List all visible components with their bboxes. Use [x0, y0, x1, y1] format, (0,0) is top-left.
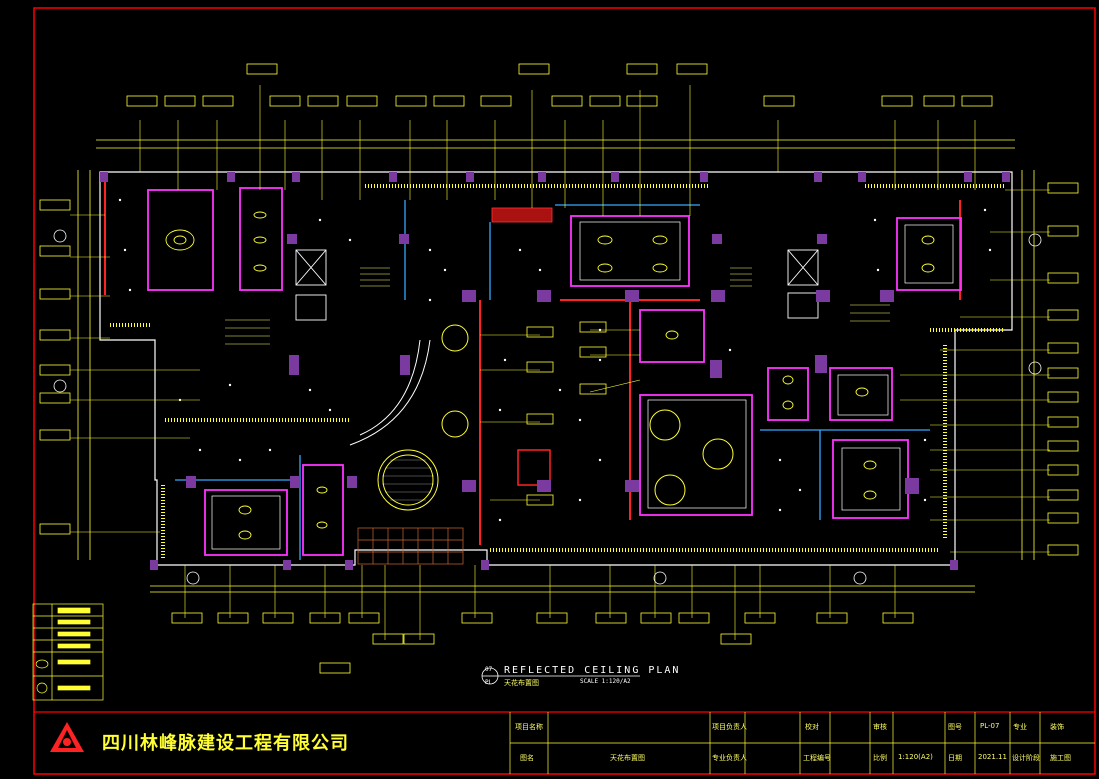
plan-scale: SCALE 1:120/A2 — [580, 678, 631, 685]
legend-box — [32, 603, 104, 701]
sheet-number: 07 — [485, 666, 493, 673]
right-dimension-lines — [1021, 170, 1035, 560]
tb-label-drawing-name: 图名 — [520, 754, 534, 762]
ceiling-ornaments — [165, 211, 935, 540]
tb-value-scale: 1:120(A2) — [898, 753, 933, 761]
tb-label-scale: 比例 — [873, 754, 887, 762]
red-feature-panel — [491, 207, 553, 223]
leader-lines — [70, 85, 1050, 640]
timber-grid — [357, 527, 464, 565]
tb-label-design-phase: 设计阶段 — [1012, 754, 1040, 762]
panel-inner-lines — [211, 221, 954, 550]
bottom-dimension-lines — [150, 585, 975, 593]
tb-label-checker: 校对 — [805, 723, 819, 731]
section-markers — [53, 229, 1042, 585]
company-logo — [50, 722, 84, 752]
top-dimension-lines — [96, 139, 1015, 149]
light-fixtures — [118, 198, 992, 522]
elevator-blocks — [295, 249, 819, 486]
tb-value-drawing-name: 天花布置图 — [610, 754, 645, 762]
company-name: 四川林峰脉建设工程有限公司 — [102, 733, 349, 754]
tb-label-review: 审核 — [873, 723, 887, 731]
tb-value-discipline: 装饰 — [1050, 723, 1064, 731]
columns — [100, 172, 1010, 570]
plan-title-cn: 天花布置图 — [504, 679, 539, 687]
title-block-grid — [509, 712, 1095, 774]
ceiling-panels — [147, 187, 962, 556]
tb-label-drawing-no: 图号 — [948, 723, 962, 731]
annotation-tags — [39, 63, 1079, 674]
stair-grid — [225, 267, 890, 345]
tb-label-project-lead: 项目负责人 — [712, 723, 747, 731]
round-ceilings — [377, 324, 734, 511]
tb-value-drawing-no: PL-07 — [980, 722, 1000, 730]
sheet-code: PL — [485, 679, 493, 686]
tb-value-date: 2021.11 — [978, 753, 1007, 761]
sheet-indicator — [481, 667, 640, 685]
tb-label-date: 日期 — [948, 754, 962, 762]
curved-stair — [349, 339, 431, 446]
cornice-bands — [110, 184, 1005, 560]
elevator-red — [517, 449, 551, 486]
tb-label-job-number: 工程编号 — [803, 754, 831, 762]
left-dimension-lines — [77, 170, 91, 560]
plan-title-en: REFLECTED CEILING PLAN — [504, 665, 681, 676]
drawing-frame — [33, 7, 1096, 775]
tb-label-project-name: 项目名称 — [515, 723, 543, 731]
tb-label-discipline: 专业 — [1013, 723, 1027, 731]
tb-label-discipline-lead: 专业负责人 — [712, 754, 747, 762]
tb-value-design-phase: 施工图 — [1050, 754, 1071, 762]
round-ceiling-hatch — [382, 459, 434, 501]
blue-lines — [175, 200, 930, 560]
